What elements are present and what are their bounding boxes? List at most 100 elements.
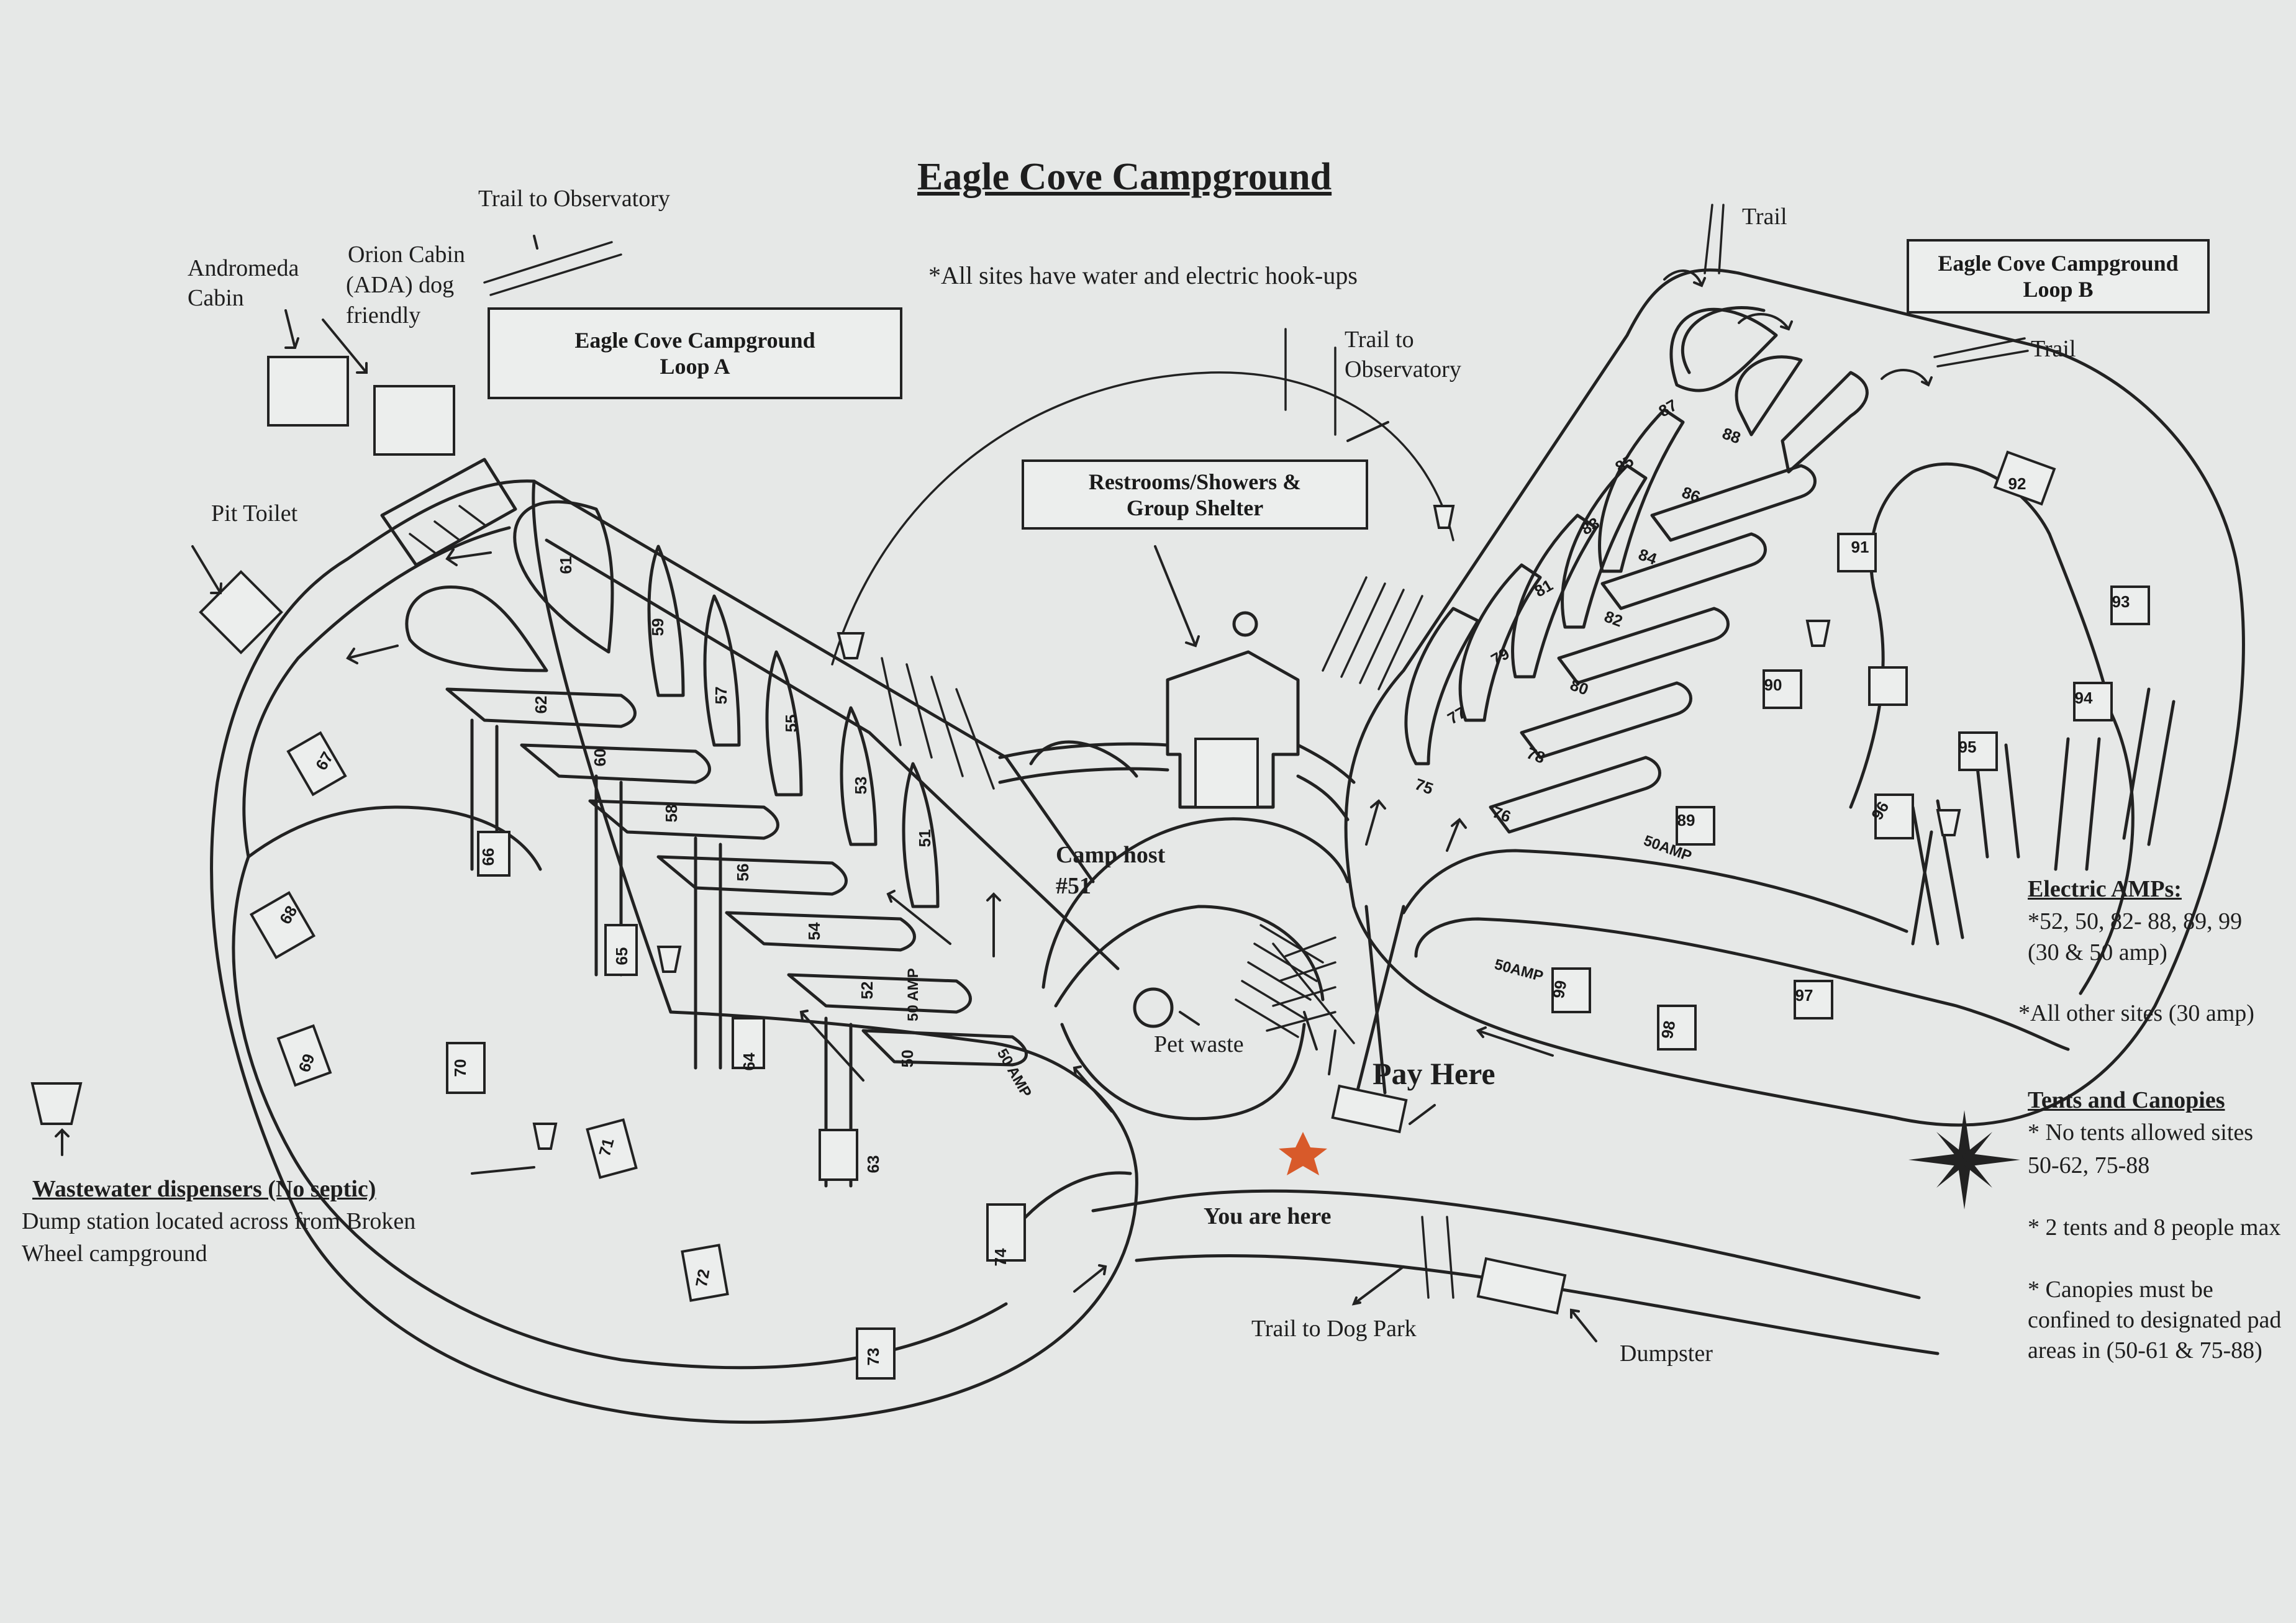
arrow-icon [886, 890, 951, 945]
tents-line6: areas in (50-61 & 75-88) [2028, 1337, 2262, 1363]
camp-host-line2: #51 [1056, 873, 1091, 899]
tents-line3: * 2 tents and 8 people max [2028, 1214, 2281, 1241]
site-number-85: 85 [1612, 451, 1636, 476]
arrow-icon [191, 545, 222, 594]
loop-a-line1: Eagle Cove Campground [574, 328, 815, 353]
arrow-icon [1738, 313, 1793, 331]
loop-a-box: Eagle Cove Campground Loop A [488, 307, 902, 399]
arrows [55, 235, 1933, 1342]
andromeda-cabin-line2: Cabin [188, 285, 244, 311]
arrow-icon [1881, 369, 1933, 387]
pet-waste-label: Pet waste [1154, 1031, 1244, 1057]
arrow-icon [445, 548, 492, 566]
arrow-icon [1409, 1104, 1436, 1125]
site-number-50: 50 [898, 1050, 917, 1068]
site-number-93: 93 [2112, 592, 2130, 611]
site-number-61: 61 [556, 556, 575, 574]
tents-line4: * Canopies must be [2028, 1277, 2213, 1303]
electric-line3: *All other sites (30 amp) [2018, 1000, 2254, 1026]
site-number-51: 51 [915, 830, 934, 848]
loop-a-line2: Loop A [660, 354, 730, 379]
site-number-77: 77 [1444, 703, 1469, 728]
site-number-66: 66 [479, 848, 497, 866]
arrow-icon [55, 1128, 70, 1156]
site-number-78: 78 [1524, 744, 1547, 767]
site-number-92: 92 [2008, 474, 2026, 493]
site-number-74: 74 [991, 1248, 1010, 1266]
trail-observatory-2-line1: Trail to [1345, 327, 1414, 353]
site-number-91: 91 [1851, 538, 1869, 556]
orion-cabin-line3: friendly [346, 302, 421, 328]
orion-cabin-line2: (ADA) dog [346, 272, 455, 298]
site-number-72: 72 [692, 1268, 714, 1289]
arrow-icon [1073, 1065, 1113, 1113]
arrow-icon [1365, 799, 1386, 846]
arrow-icon [1073, 1264, 1107, 1293]
loop-a-pads [249, 731, 1026, 1380]
site-number-89: 89 [1677, 811, 1695, 830]
trail-observatory-2-line2: Observatory [1345, 356, 1461, 382]
structures [199, 241, 1454, 1121]
site-number-99: 99 [1549, 979, 1571, 1000]
electric-line1: *52, 50, 82- 88, 89, 99 [2028, 908, 2243, 934]
site-number-86: 86 [1679, 483, 1702, 507]
arrow-icon [1346, 421, 1389, 442]
arrow-icon [1303, 1011, 1318, 1051]
loop-a-islands [405, 500, 1028, 1188]
loop-b-roads [1322, 204, 2245, 1127]
site-number-52: 52 [858, 982, 876, 1000]
site-number-58: 58 [662, 805, 681, 823]
wastewater-title: Wastewater dispensers (No septic) [32, 1176, 376, 1202]
site-number-73: 73 [864, 1348, 883, 1366]
pay-here-label: Pay Here [1373, 1056, 1495, 1091]
site-number-60: 60 [591, 749, 609, 767]
arrow-icon [1570, 1308, 1597, 1342]
arrow-icon [986, 892, 1001, 957]
arrow-icon [533, 235, 538, 250]
tents-line5: confined to designated pad [2028, 1307, 2282, 1333]
site-number-79: 79 [1487, 644, 1512, 669]
you-are-here-star-icon [1279, 1132, 1327, 1175]
arrow-icon [1154, 545, 1200, 648]
trail-label-2: Trail [2031, 336, 2076, 362]
amp-label: 50 AMP [994, 1046, 1035, 1101]
site-number-94: 94 [2075, 689, 2093, 707]
loop-a-roads [209, 479, 1940, 1424]
dumpster-label: Dumpster [1620, 1340, 1713, 1367]
restrooms-line2: Group Shelter [1126, 495, 1264, 520]
site-number-63: 63 [864, 1155, 883, 1173]
compass-icon [1908, 1110, 2020, 1209]
arrow-icon [1351, 1265, 1405, 1306]
site-number-97: 97 [1795, 986, 1813, 1005]
arrow-icon [1663, 269, 1706, 287]
trail-dog-park-label: Trail to Dog Park [1251, 1316, 1417, 1342]
orion-cabin-shape [373, 385, 455, 456]
andromeda-cabin-shape [267, 356, 349, 427]
camp-host-line1: Camp host [1056, 842, 1166, 868]
electric-title: Electric AMPs: [2028, 876, 2182, 902]
arrow-icon [1179, 1011, 1200, 1026]
page-title: Eagle Cove Campground [917, 156, 1332, 198]
site-number-95: 95 [1959, 738, 1977, 756]
tents-line1: * No tents allowed sites [2028, 1119, 2254, 1146]
hookups-note: *All sites have water and electric hook-… [928, 261, 1358, 289]
site-number-81: 81 [1531, 576, 1556, 600]
restrooms-box: Restrooms/Showers & Group Shelter [1022, 459, 1368, 530]
site-number-82: 82 [1602, 607, 1625, 631]
site-number-88: 88 [1720, 424, 1743, 448]
site-number-59: 59 [648, 618, 667, 636]
site-number-62: 62 [532, 696, 550, 714]
site-labels: 5051525354555657585960616263646566676869… [276, 396, 2130, 1365]
pay-here-box [1331, 1084, 1408, 1134]
you-are-here-label: You are here [1204, 1203, 1332, 1229]
restrooms-line1: Restrooms/Showers & [1088, 469, 1302, 494]
loop-b-pads [532, 450, 2150, 1150]
tents-line2: 50-62, 75-88 [2028, 1152, 2150, 1178]
arrow-icon [1446, 818, 1467, 852]
trail-observatory-label: Trail to Observatory [478, 186, 670, 212]
site-number-53: 53 [851, 777, 870, 795]
loop-b-line2: Loop B [2023, 277, 2094, 302]
arrow-icon [284, 309, 299, 349]
